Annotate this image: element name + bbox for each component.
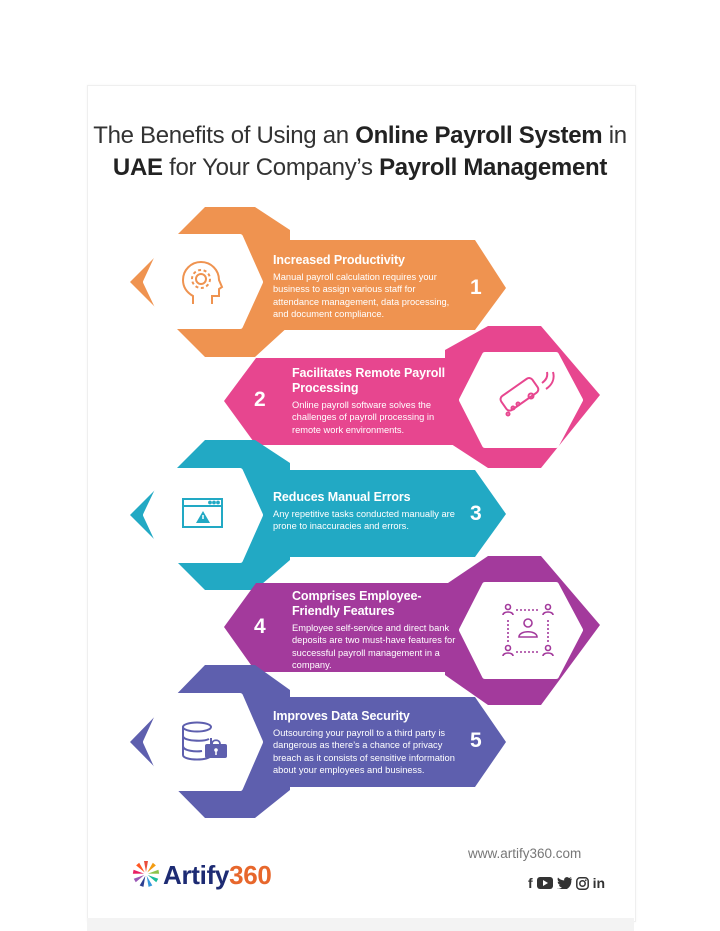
social-links: f in (528, 875, 605, 891)
youtube-icon[interactable] (536, 877, 553, 889)
benefit-heading: Increased Productivity (273, 253, 405, 267)
benefit-item-1-text: Increased Productivity Manual payroll ca… (273, 253, 458, 320)
title-part: The Benefits of Using an (93, 122, 356, 149)
linkedin-icon[interactable]: in (592, 875, 606, 891)
remote-control-icon (499, 371, 555, 417)
benefit-heading: Reduces Manual Errors (273, 490, 411, 504)
benefit-description: Outsourcing your payroll to a third part… (273, 728, 455, 775)
benefit-item-5-text: Improves Data Security Outsourcing your … (273, 709, 463, 776)
benefit-item-2-shape (224, 326, 600, 468)
brand-number: 360 (229, 860, 272, 890)
title-highlight: Online Payroll System (355, 122, 603, 149)
benefit-item-2-text: Facilitates Remote Payroll Processing On… (292, 366, 462, 436)
twitter-icon[interactable] (556, 877, 572, 889)
benefit-description: Manual payroll calculation requires your… (273, 272, 450, 319)
title-part: for Your Company’s (162, 154, 380, 181)
benefit-item-1-shape (130, 207, 506, 357)
benefit-heading: Facilitates Remote Payroll Processing (292, 366, 446, 395)
benefit-heading: Comprises Employee-Friendly Features (292, 589, 422, 618)
benefit-heading: Improves Data Security (273, 709, 410, 723)
benefit-number: 5 (470, 729, 482, 752)
artify-logo-icon (132, 861, 160, 887)
employee-network-icon (502, 603, 554, 657)
benefit-item-3-shape (130, 440, 506, 590)
facebook-icon[interactable]: f (528, 875, 533, 891)
benefit-number: 1 (470, 276, 482, 299)
benefit-item-3-text: Reduces Manual Errors Any repetitive tas… (273, 490, 458, 533)
brand-name: Artify (163, 860, 230, 890)
benefit-number: 2 (254, 388, 266, 411)
instagram-icon[interactable] (575, 876, 589, 890)
brand-logo-text: Artify360 (163, 860, 272, 891)
benefit-item-4-shape (224, 556, 600, 705)
benefit-item-5-shape (130, 665, 506, 818)
benefit-description: Any repetitive tasks conducted manually … (273, 509, 455, 532)
benefit-number: 4 (254, 615, 266, 638)
title-highlight: Payroll Management (379, 154, 608, 181)
website-url[interactable]: www.artify360.com (468, 846, 582, 861)
page-title: The Benefits of Using an Online Payroll … (0, 120, 720, 184)
page-bottom-strip (87, 918, 634, 931)
benefit-description: Online payroll software solves the chall… (292, 400, 435, 435)
benefit-description: Employee self-service and direct bank de… (292, 623, 456, 670)
title-part: in (602, 122, 627, 149)
benefit-number: 3 (470, 502, 482, 525)
title-highlight: UAE (112, 154, 163, 181)
database-lock-icon (182, 721, 227, 761)
benefit-item-4-text: Comprises Employee-Friendly Features Emp… (292, 589, 462, 671)
browser-warning-icon (182, 498, 223, 528)
head-gear-icon (181, 260, 224, 304)
